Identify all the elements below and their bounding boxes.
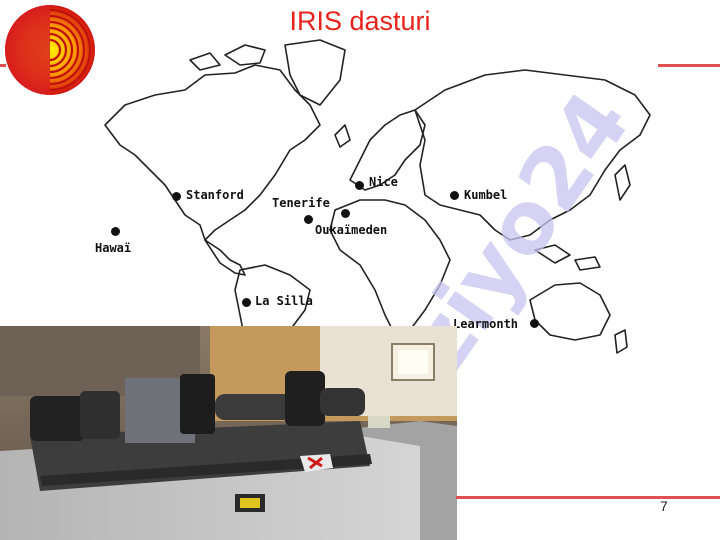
city-label: Tenerife <box>272 196 330 210</box>
sun-logo-icon <box>5 5 95 95</box>
header-rule-left <box>0 64 6 67</box>
city-label: La Silla <box>255 294 313 308</box>
page-number: 7 <box>660 498 668 514</box>
city-marker <box>530 319 539 328</box>
city-marker <box>355 181 364 190</box>
city-label: Oukaïmeden <box>315 223 388 237</box>
city-label: Hawaï <box>95 241 132 255</box>
city-label: Nice <box>369 175 398 189</box>
instrument-photo <box>0 326 457 540</box>
city-label: Stanford <box>186 188 244 202</box>
city-marker <box>172 192 181 201</box>
header-rule-right <box>658 64 720 67</box>
city-marker <box>450 191 459 200</box>
city-marker <box>111 227 120 236</box>
city-label: Kumbel <box>464 188 508 202</box>
city-marker <box>304 215 313 224</box>
city-label: Learmonth <box>453 317 519 331</box>
slide-title: IRIS dasturi <box>289 6 431 36</box>
footer-rule <box>456 496 720 499</box>
city-marker <box>341 209 350 218</box>
city-marker <box>242 298 251 307</box>
